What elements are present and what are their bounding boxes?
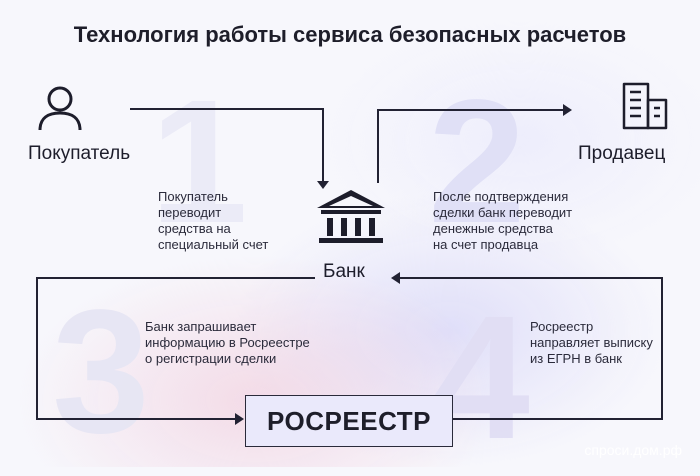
arrowhead-down: [317, 181, 329, 189]
arrow-rosreestr-to-bank: [398, 277, 663, 420]
buyer-label: Покупатель: [28, 143, 131, 164]
bank-label: Банк: [323, 261, 365, 282]
step-3-text: Банк запрашивает информацию в Росреестре…: [145, 319, 310, 366]
seller-label: Продавец: [578, 143, 666, 164]
arrowhead-right-rosreestr: [235, 413, 244, 425]
step-number-2: 2: [428, 64, 526, 260]
arrow-buyer-to-bank: [130, 108, 324, 183]
step-2-text: После подтверждения сделки банк переводи…: [433, 189, 573, 252]
step-number-1: 1: [150, 64, 248, 260]
arrowhead-right-seller: [563, 104, 572, 116]
step-number-3: 3: [52, 274, 150, 470]
rosreestr-box: РОСРЕЕСТР: [245, 395, 453, 447]
arrow-bank-to-seller: [377, 109, 565, 183]
step-4-text: Росреестр направляет выписку из ЕГРН в б…: [530, 319, 653, 366]
person-icon: [38, 86, 82, 131]
diagram-title: Технология работы сервиса безопасных рас…: [73, 22, 627, 47]
arrowhead-left-bank: [391, 272, 400, 284]
step-1-text: Покупатель переводит средства на специал…: [158, 189, 269, 252]
watermark: спроси.дом.рф: [584, 442, 682, 458]
bank-icon: [317, 190, 385, 243]
arrow-bank-to-rosreestr: [36, 277, 315, 420]
building-icon: [622, 82, 668, 130]
